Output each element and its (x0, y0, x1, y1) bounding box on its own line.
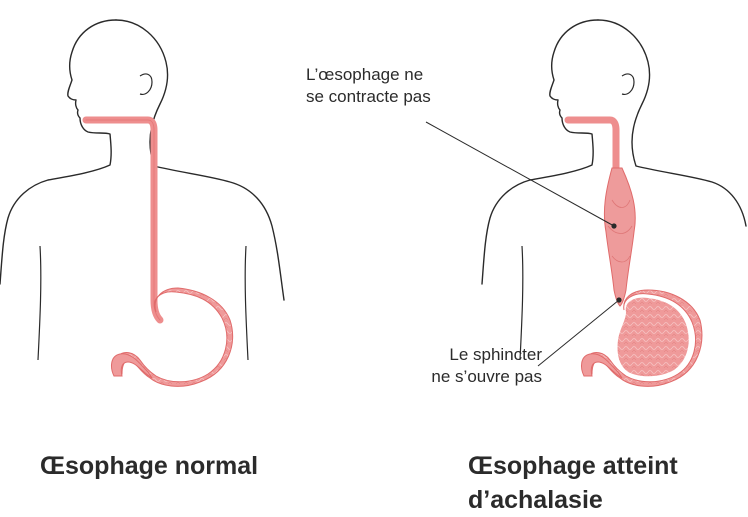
esophagus-normal-edge (86, 120, 160, 320)
esophagus-achalasia-dilated (604, 168, 635, 306)
leader-line-contract (426, 122, 614, 226)
ear-normal (140, 74, 152, 94)
leader-dot-sphincter (616, 297, 621, 302)
caption-achalasia-esophagus: Œsophage atteint d’achalasie (468, 449, 738, 517)
body-outline-achalasia (482, 20, 598, 284)
arm-crease-right-normal (245, 246, 248, 360)
normal-panel (0, 20, 284, 386)
annotation-sphincter-not-opening: Le sphincter ne s’ouvre pas (342, 344, 542, 388)
caption-normal-text: Œsophage normal (40, 449, 340, 483)
caption-achalasia-line1: Œsophage atteint (468, 449, 738, 483)
annotation-sphincter-line2: ne s’ouvre pas (342, 366, 542, 388)
annotation-contract-line2: se contracte pas (306, 86, 526, 108)
arm-crease-left-achalasia (520, 246, 523, 360)
caption-normal-esophagus: Œsophage normal (40, 449, 340, 483)
arm-crease-left-normal (38, 246, 41, 360)
body-outline-normal-back (116, 20, 284, 300)
annotation-sphincter-line1: Le sphincter (342, 344, 542, 366)
annotation-esophagus-not-contracting: L’œsophage ne se contracte pas (306, 64, 526, 108)
annotation-contract-line1: L’œsophage ne (306, 64, 526, 86)
esophagus-normal (86, 120, 160, 320)
stomach-normal (116, 288, 233, 386)
stomach-achalasia-fill (617, 298, 688, 377)
body-outline-normal (0, 20, 116, 284)
ear-achalasia (622, 74, 634, 94)
leader-dot-contract (611, 223, 616, 228)
